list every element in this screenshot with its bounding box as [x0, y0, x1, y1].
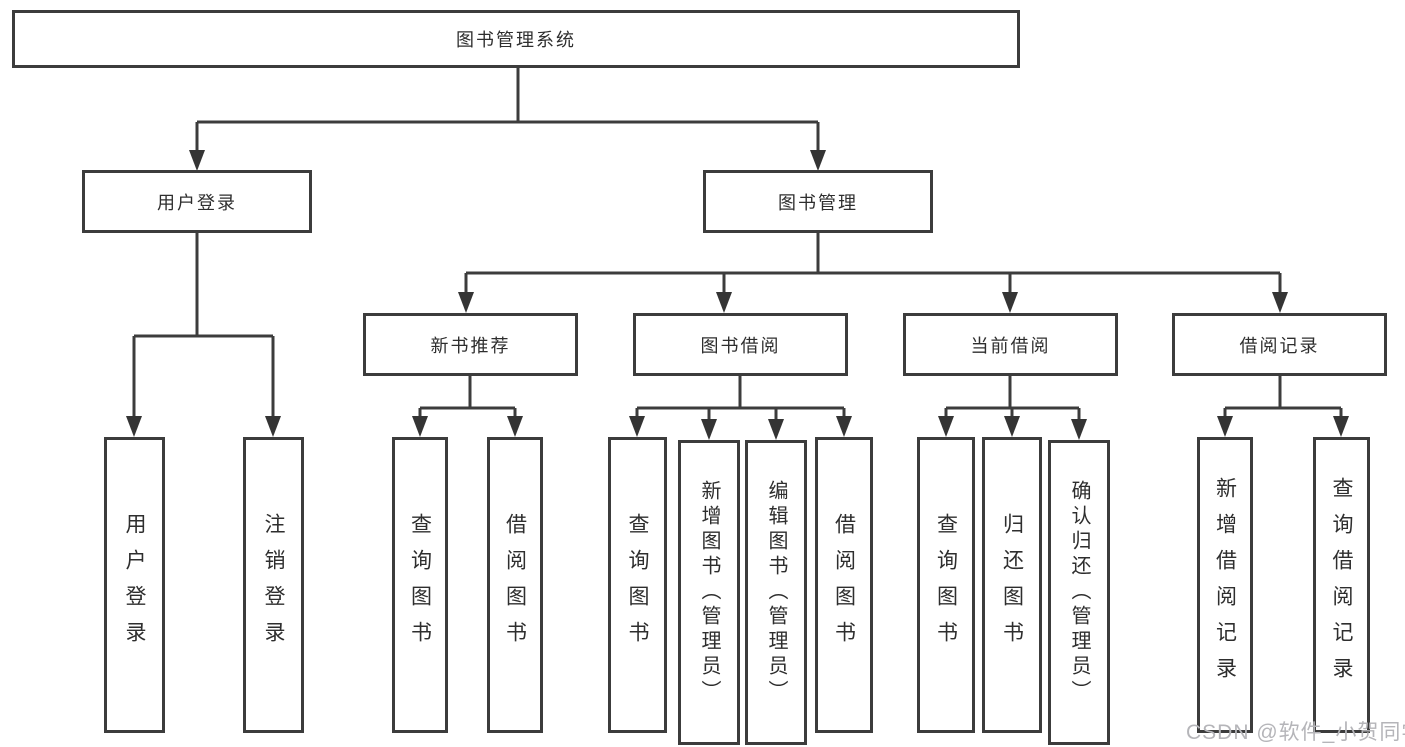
arrow-down-icon: [1071, 419, 1087, 440]
arrow-down-icon: [1272, 292, 1288, 313]
arrow-down-icon: [412, 416, 428, 437]
arrow-down-icon: [836, 416, 852, 437]
leaf-add-borrow-record: 新增借阅记录: [1197, 437, 1253, 733]
arrowhead-icons: [126, 150, 1349, 440]
arrow-down-icon: [1002, 292, 1018, 313]
arrow-down-icon: [1217, 416, 1233, 437]
arrow-down-icon: [810, 150, 826, 171]
leaf-return-books: 归还图书: [982, 437, 1042, 733]
arrow-down-icon: [265, 416, 281, 437]
node-borrow-records: 借阅记录: [1172, 313, 1387, 376]
arrow-down-icon: [507, 416, 523, 437]
csdn-watermark: CSDN @软件_小贺同学: [1186, 721, 1405, 744]
node-book-management: 图书管理: [703, 170, 933, 233]
node-user-login: 用户登录: [82, 170, 312, 233]
arrow-down-icon: [458, 292, 474, 313]
tree-branch-lines: [132, 68, 1343, 421]
arrow-down-icon: [126, 416, 142, 437]
node-root: 图书管理系统: [12, 10, 1020, 68]
leaf-query-books-current: 查询图书: [917, 437, 975, 733]
leaf-confirm-return-admin: 确认归还（管理员）: [1048, 440, 1110, 745]
arrow-down-icon: [716, 292, 732, 313]
arrow-down-icon: [1333, 416, 1349, 437]
arrow-down-icon: [1004, 416, 1020, 437]
leaf-add-book-admin: 新增图书（管理员）: [678, 440, 740, 745]
leaf-logout: 注销登录: [243, 437, 304, 733]
leaf-borrow-books: 借阅图书: [815, 437, 873, 733]
leaf-query-books-recommend: 查询图书: [392, 437, 448, 733]
arrow-down-icon: [768, 419, 784, 440]
arrow-down-icon: [938, 416, 954, 437]
leaf-edit-book-admin: 编辑图书（管理员）: [745, 440, 807, 745]
leaf-borrow-books-recommend: 借阅图书: [487, 437, 543, 733]
leaf-query-borrow-record: 查询借阅记录: [1313, 437, 1370, 733]
leaf-query-books-borrow: 查询图书: [608, 437, 667, 733]
leaf-user-login: 用户登录: [104, 437, 165, 733]
node-book-borrow: 图书借阅: [633, 313, 848, 376]
node-new-book-recommend: 新书推荐: [363, 313, 578, 376]
arrow-down-icon: [189, 150, 205, 171]
arrow-down-icon: [629, 416, 645, 437]
arrow-down-icon: [701, 419, 717, 440]
node-current-borrow: 当前借阅: [903, 313, 1118, 376]
